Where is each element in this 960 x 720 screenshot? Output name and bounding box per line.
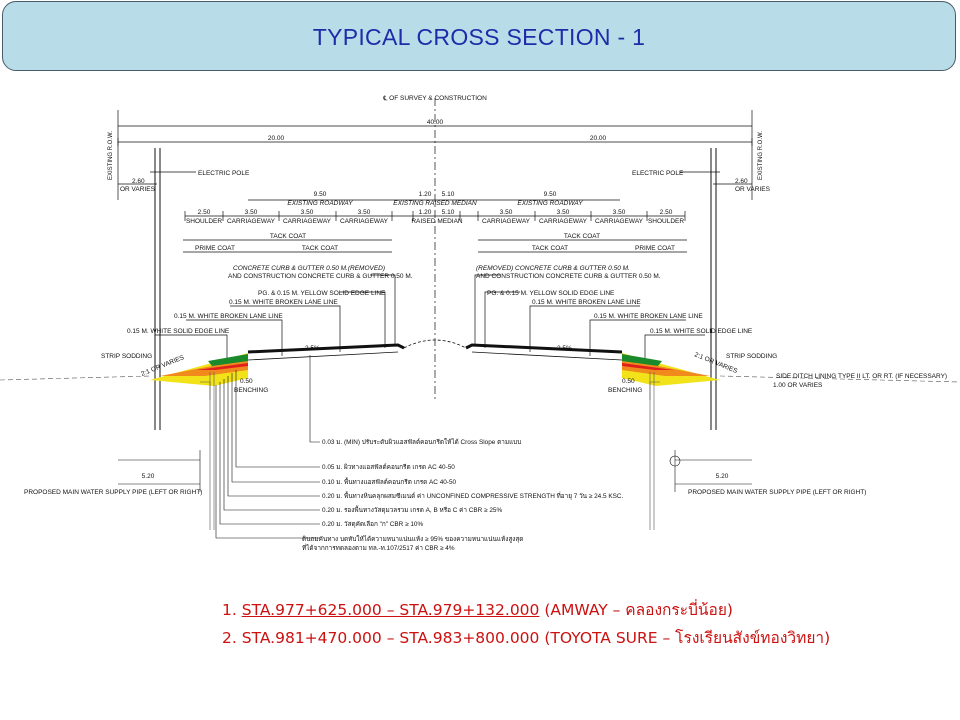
lane-label: SHOULDER xyxy=(186,218,222,225)
slide-title: TYPICAL CROSS SECTION - 1 xyxy=(312,24,646,50)
prime-coat-left: PRIME COAT xyxy=(195,245,235,252)
pavement-left xyxy=(150,343,405,386)
layer-legend: 0.03 ม. (MIN) ปรับระดับผิวแอสฟัลต์คอนกรี… xyxy=(302,438,623,552)
existing-right-label: EXISTING ROADWAY xyxy=(517,200,583,207)
lane-label: SHOULDER xyxy=(648,218,684,225)
white-broken-2-right: 0.15 M. WHITE BROKEN LANE LINE xyxy=(594,313,703,320)
total-width: 40.00 xyxy=(427,119,444,126)
existing-right-dim: 9.50 xyxy=(544,191,557,198)
prime-coat-right: PRIME COAT xyxy=(635,245,675,252)
benching-left-dim: 0.50 xyxy=(240,378,253,385)
cross-section-drawing: ℄ OF SURVEY & CONSTRUCTION EXISTING R.O.… xyxy=(0,95,960,552)
layer-item: 0.20 ม. วัสดุคัดเลือก "ก" CBR ≥ 10% xyxy=(322,520,423,528)
station-item-1: 1. STA.977+625.000 – STA.979+132.000 (AM… xyxy=(222,597,733,622)
half-right: 20.00 xyxy=(590,135,607,142)
side-ditch-label: SIDE DITCH LINING TYPE II LT. OR RT. (IF… xyxy=(776,373,947,380)
layer-item: ดินถมคันทาง บดทับให้ได้ความหนาแน่นแห้ง ≥… xyxy=(302,535,523,543)
lane-dimensions: 2.50 SHOULDER 3.50 CARRIAGEWAY 3.50 CARR… xyxy=(186,209,684,225)
existing-left-dim: 9.50 xyxy=(314,191,327,198)
curb-right-1: (REMOVED) CONCRETE CURB & GUTTER 0.50 M. xyxy=(476,265,630,272)
white-solid-left: 0.15 M. WHITE SOLID EDGE LINE xyxy=(127,328,230,335)
lane-dim: 3.50 xyxy=(301,209,314,216)
white-broken-1-left: 0.15 M. WHITE BROKEN LANE LINE xyxy=(229,299,338,306)
existing-median-dim-2: 5.10 xyxy=(442,191,455,198)
side-ditch-dim: 1.00 OR VARIES xyxy=(773,382,823,389)
lane-dim: 3.50 xyxy=(358,209,371,216)
lane-dim: 2.50 xyxy=(198,209,211,216)
existing-median-dim-1: 1.20 xyxy=(419,191,432,198)
benching-right-dim: 0.50 xyxy=(622,378,635,385)
centerline-label: ℄ OF SURVEY & CONSTRUCTION xyxy=(382,95,487,102)
yellow-line-right: PG. & 0.15 M. YELLOW SOLID EDGE LINE xyxy=(487,290,615,297)
lane-dim: 2.50 xyxy=(660,209,673,216)
lane-label: CARRIAGEWAY xyxy=(595,218,644,225)
tack-coat-top-left: TACK COAT xyxy=(270,233,306,240)
strip-sodding-left: STRIP SODDING xyxy=(101,353,152,360)
cross-slope-right: 2.5% xyxy=(557,345,572,352)
white-solid-right: 0.15 M. WHITE SOLID EDGE LINE xyxy=(650,328,753,335)
station-range: STA.981+470.000 – STA.983+800.000 xyxy=(241,629,540,647)
station-range[interactable]: STA.977+625.000 – STA.979+132.000 xyxy=(241,601,540,619)
white-broken-1-right: 0.15 M. WHITE BROKEN LANE LINE xyxy=(532,299,641,306)
pole-offset-left: 2.60 xyxy=(132,178,145,185)
lane-dim: 1.20 xyxy=(419,209,432,216)
curb-right-2: AND CONSTRUCTION CONCRETE CURB & GUTTER … xyxy=(476,273,661,280)
white-broken-2-left: 0.15 M. WHITE BROKEN LANE LINE xyxy=(174,313,283,320)
cross-slope-left: 2.5% xyxy=(305,345,320,352)
curb-left-2: AND CONSTRUCTION CONCRETE CURB & GUTTER … xyxy=(228,273,413,280)
station-number: 2. xyxy=(222,629,237,647)
lane-label: CARRIAGEWAY xyxy=(482,218,531,225)
benching-right: BENCHING xyxy=(608,387,642,394)
lane-dim: 3.50 xyxy=(500,209,513,216)
lane-dim: 3.50 xyxy=(613,209,626,216)
electric-pole-left: ELECTRIC POLE xyxy=(198,170,250,177)
station-item-2: 2. STA.981+470.000 – STA.983+800.000 (TO… xyxy=(222,625,830,650)
lane-dim: 3.50 xyxy=(557,209,570,216)
layer-item: 0.10 ม. พื้นทางแอสฟัลต์คอนกรีต เกรด AC 4… xyxy=(322,477,456,486)
water-pipe-left: PROPOSED MAIN WATER SUPPLY PIPE (LEFT OR… xyxy=(24,489,202,496)
water-pipe-dim-right: 5.20 xyxy=(716,473,729,480)
pole-offset-left-note: OR VARIES xyxy=(120,186,156,193)
pole-offset-right: 2.60 xyxy=(735,178,748,185)
lane-label: RAISED MEDIAN xyxy=(411,218,463,225)
lane-label: CARRIAGEWAY xyxy=(283,218,332,225)
water-pipe-dim-left: 5.20 xyxy=(142,473,155,480)
electric-pole-right: ELECTRIC POLE xyxy=(632,170,684,177)
row-left-label: EXISTING R.O.W. xyxy=(108,131,114,180)
lane-dim: 3.50 xyxy=(245,209,258,216)
tack-coat-top-right: TACK COAT xyxy=(564,233,600,240)
lane-label: CARRIAGEWAY xyxy=(539,218,588,225)
half-left: 20.00 xyxy=(268,135,285,142)
station-description: (TOYOTA SURE – โรงเรียนสังข์ทองวิทยา) xyxy=(539,629,831,647)
pole-offset-right-note: OR VARIES xyxy=(735,186,771,193)
pavement-right xyxy=(465,343,720,386)
title-bar: TYPICAL CROSS SECTION - 1 xyxy=(2,1,956,71)
layer-item: 0.05 ม. ผิวทางแอสฟัลต์คอนกรีต เกรด AC 40… xyxy=(322,463,455,471)
tack-coat-left: TACK COAT xyxy=(302,245,338,252)
layer-item: 0.03 ม. (MIN) ปรับระดับผิวแอสฟัลต์คอนกรี… xyxy=(322,438,521,446)
existing-left-label: EXISTING ROADWAY xyxy=(287,200,353,207)
tack-coat-right: TACK COAT xyxy=(532,245,568,252)
station-number: 1. xyxy=(222,601,237,619)
lane-label: CARRIAGEWAY xyxy=(340,218,389,225)
curb-left-1: CONCRETE CURB & GUTTER 0.50 M.(REMOVED) xyxy=(233,265,385,272)
water-pipe-right: PROPOSED MAIN WATER SUPPLY PIPE (LEFT OR… xyxy=(688,489,866,496)
layer-item: 0.20 ม. พื้นทางหินคลุกผสมซีเมนต์ ค่า UNC… xyxy=(322,491,623,500)
station-description: (AMWAY – คลองกระบี่น้อย) xyxy=(539,601,733,619)
strip-sodding-right: STRIP SODDING xyxy=(726,353,777,360)
benching-left: BENCHING xyxy=(234,387,268,394)
layer-item: 0.20 ม. รองพื้นทางวัสดุมวลรวม เกรด A, B … xyxy=(322,505,502,514)
layer-item: ที่ได้จากการทดลองตาม ทล.-ท.107/2517 ค่า … xyxy=(302,543,455,552)
lane-label: CARRIAGEWAY xyxy=(227,218,276,225)
row-right-label: EXISTING R.O.W. xyxy=(758,131,764,180)
existing-median-label: EXISTING RAISED MEDIAN xyxy=(393,200,477,207)
yellow-line-left: PG. & 0.15 M. YELLOW SOLID EDGE LINE xyxy=(258,290,386,297)
lane-dim: 5.10 xyxy=(442,209,455,216)
